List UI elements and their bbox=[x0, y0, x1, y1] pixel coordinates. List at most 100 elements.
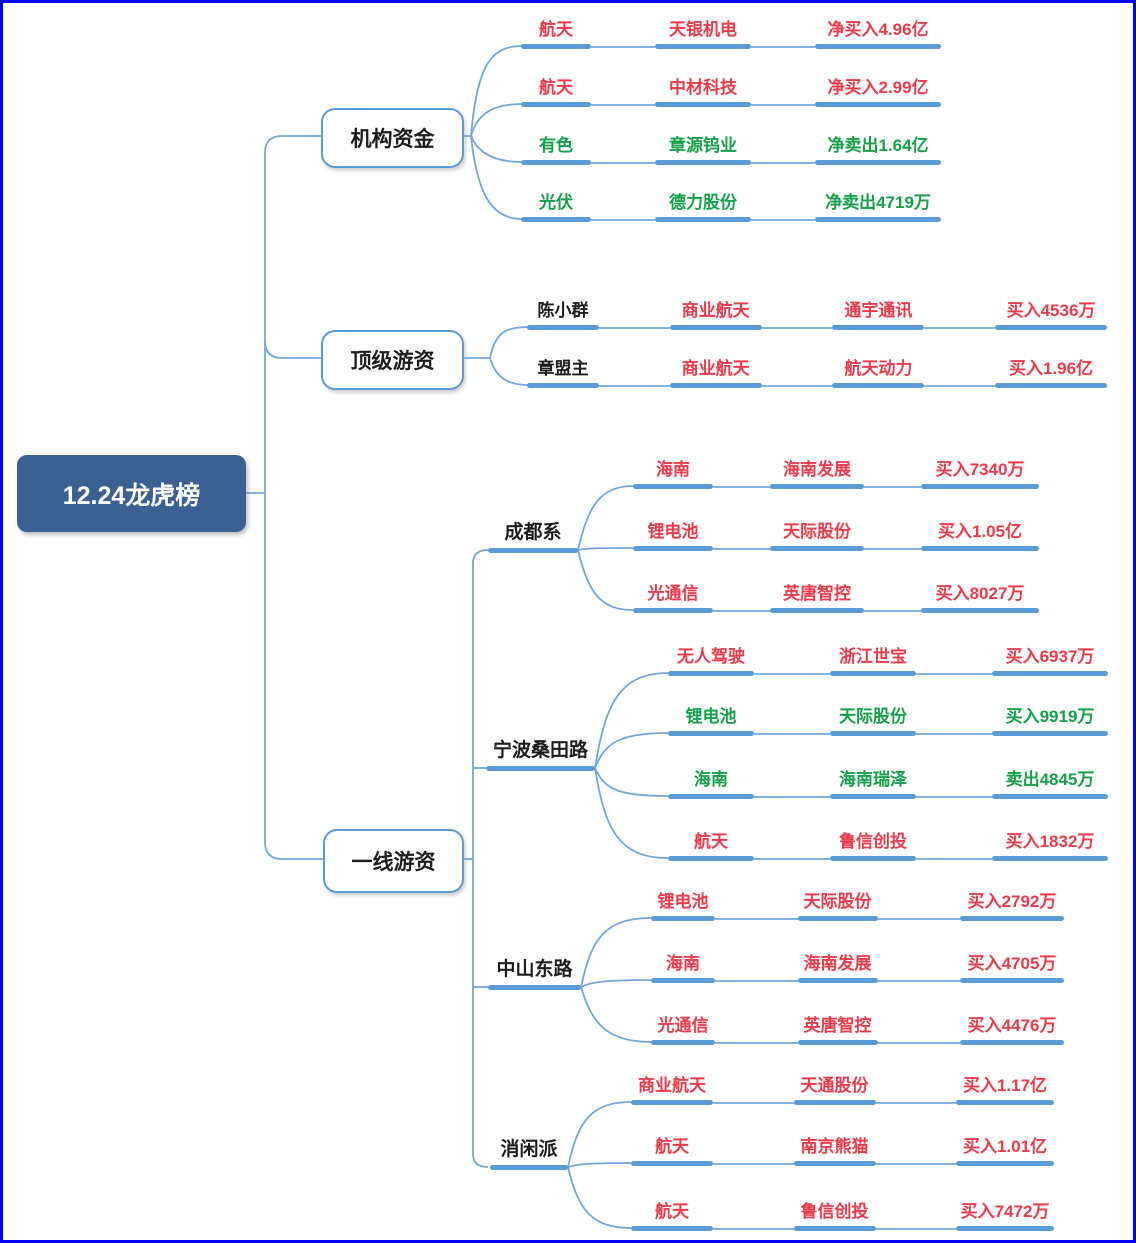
sub-branch-ningbo-sangtianlu[interactable]: 宁波桑田路 bbox=[486, 733, 595, 771]
stock-cell[interactable]: 天际股份 bbox=[830, 708, 916, 736]
branch-institutional-funds[interactable]: 机构资金 bbox=[321, 108, 464, 168]
amount-cell[interactable]: 买入4476万 bbox=[960, 1017, 1064, 1045]
connector-line bbox=[924, 384, 996, 387]
underline-bar bbox=[631, 1100, 713, 1105]
stock-cell[interactable]: 天际股份 bbox=[797, 892, 878, 921]
stock-cell[interactable]: 天银机电 bbox=[655, 21, 751, 49]
stock-cell[interactable]: 浙江世宝 bbox=[830, 648, 916, 676]
stock-cell[interactable]: 鲁信创投 bbox=[830, 833, 916, 861]
sector-cell[interactable]: 光通信 bbox=[651, 1017, 715, 1045]
amount-cell[interactable]: 买入1.17亿 bbox=[956, 1077, 1054, 1105]
connector-line bbox=[591, 161, 655, 164]
sector-cell[interactable]: 航天 bbox=[668, 833, 754, 861]
stock-cell[interactable]: 天际股份 bbox=[770, 523, 864, 551]
amount-label: 净买入4.96亿 bbox=[827, 20, 929, 40]
stock-label: 海南瑞泽 bbox=[839, 770, 907, 790]
sector-cell[interactable]: 航天 bbox=[631, 1203, 713, 1231]
sector-cell[interactable]: 海南 bbox=[633, 461, 713, 489]
amount-cell[interactable]: 买入1832万 bbox=[992, 833, 1108, 861]
stock-cell[interactable]: 海南瑞泽 bbox=[830, 771, 916, 799]
sub-branch-zhongshan-donglu[interactable]: 中山东路 bbox=[488, 952, 581, 990]
stock-cell[interactable]: 海南发展 bbox=[770, 461, 864, 489]
sub-branch-chengdu[interactable]: 成都系 bbox=[488, 515, 578, 553]
stock-label: 天际股份 bbox=[803, 892, 872, 912]
sector-cell[interactable]: 无人驾驶 bbox=[668, 648, 754, 676]
amount-label: 买入1.17亿 bbox=[962, 1076, 1048, 1096]
amount-cell[interactable]: 卖出4845万 bbox=[992, 771, 1108, 799]
stock-cell[interactable]: 天通股份 bbox=[793, 1077, 876, 1105]
trader-cell[interactable]: 章盟主 bbox=[527, 360, 599, 388]
underline-bar bbox=[651, 916, 715, 921]
leaf-row: 海南 海南发展 买入4705万 bbox=[651, 945, 1064, 983]
underline-bar bbox=[921, 484, 1039, 489]
connector-line bbox=[864, 485, 921, 488]
amount-cell[interactable]: 买入4705万 bbox=[960, 955, 1064, 983]
amount-cell[interactable]: 买入9919万 bbox=[992, 708, 1108, 736]
amount-cell[interactable]: 买入8027万 bbox=[921, 585, 1039, 613]
connector-line bbox=[924, 326, 996, 329]
stock-cell[interactable]: 英唐智控 bbox=[797, 1017, 878, 1045]
amount-cell[interactable]: 买入1.05亿 bbox=[921, 523, 1039, 551]
stock-label: 海南发展 bbox=[783, 460, 851, 480]
sector-cell[interactable]: 光通信 bbox=[633, 585, 713, 613]
amount-cell[interactable]: 买入4536万 bbox=[995, 302, 1108, 330]
leaf-row: 锂电池 天际股份 买入1.05亿 bbox=[633, 513, 1039, 551]
stock-cell[interactable]: 南京熊猫 bbox=[793, 1138, 876, 1166]
underline-bar bbox=[960, 1040, 1064, 1045]
amount-label: 买入4705万 bbox=[967, 954, 1057, 974]
sector-cell[interactable]: 航天 bbox=[521, 79, 591, 107]
sector-cell[interactable]: 锂电池 bbox=[633, 523, 713, 551]
sector-cell[interactable]: 海南 bbox=[651, 955, 715, 983]
underline-bar bbox=[527, 325, 599, 330]
trader-label: 陈小群 bbox=[537, 301, 589, 321]
connector-line bbox=[754, 672, 830, 675]
amount-cell[interactable]: 净卖出4719万 bbox=[815, 194, 941, 222]
sector-cell[interactable]: 商业航天 bbox=[669, 302, 762, 330]
stock-cell[interactable]: 航天动力 bbox=[832, 360, 925, 388]
stock-cell[interactable]: 德力股份 bbox=[655, 194, 751, 222]
underline-bar bbox=[956, 1226, 1054, 1231]
amount-cell[interactable]: 买入2792万 bbox=[960, 893, 1064, 921]
amount-cell[interactable]: 净卖出1.64亿 bbox=[815, 137, 941, 165]
stock-label: 章源钨业 bbox=[669, 136, 737, 156]
sector-label: 锂电池 bbox=[685, 707, 737, 727]
sub-branch-xiaoxianpai[interactable]: 消闲派 bbox=[490, 1132, 568, 1170]
amount-cell[interactable]: 净买入4.96亿 bbox=[815, 21, 941, 49]
stock-cell[interactable]: 鲁信创投 bbox=[793, 1203, 876, 1231]
amount-cell[interactable]: 买入7340万 bbox=[921, 461, 1039, 489]
amount-cell[interactable]: 买入7472万 bbox=[956, 1203, 1054, 1231]
sector-cell[interactable]: 海南 bbox=[668, 771, 754, 799]
stock-cell[interactable]: 中材科技 bbox=[655, 79, 751, 107]
branch-first-tier-hot-money[interactable]: 一线游资 bbox=[323, 829, 464, 893]
connector-line bbox=[751, 103, 815, 106]
stock-cell[interactable]: 章源钨业 bbox=[655, 137, 751, 165]
sector-cell[interactable]: 锂电池 bbox=[668, 708, 754, 736]
sector-cell[interactable]: 航天 bbox=[631, 1138, 713, 1166]
root-node[interactable]: 12.24龙虎榜 bbox=[17, 455, 246, 532]
sector-cell[interactable]: 商业航天 bbox=[669, 360, 762, 388]
sector-cell[interactable]: 光伏 bbox=[521, 194, 591, 222]
branch-label: 顶级游资 bbox=[350, 350, 435, 373]
leaf-row: 海南 海南瑞泽 卖出4845万 bbox=[668, 761, 1108, 799]
stock-cell[interactable]: 英唐智控 bbox=[770, 585, 864, 613]
amount-cell[interactable]: 买入1.01亿 bbox=[956, 1138, 1054, 1166]
underline-bar bbox=[960, 916, 1064, 921]
trader-cell[interactable]: 陈小群 bbox=[527, 302, 599, 330]
sector-label: 锂电池 bbox=[647, 522, 699, 542]
underline-bar bbox=[830, 856, 916, 861]
underline-bar bbox=[521, 44, 591, 49]
sector-cell[interactable]: 锂电池 bbox=[651, 893, 715, 921]
sector-cell[interactable]: 有色 bbox=[521, 137, 591, 165]
sector-cell[interactable]: 商业航天 bbox=[631, 1077, 713, 1105]
stock-cell[interactable]: 海南发展 bbox=[797, 955, 878, 983]
branch-top-hot-money[interactable]: 顶级游资 bbox=[321, 330, 464, 390]
amount-label: 买入7340万 bbox=[935, 460, 1025, 480]
sector-label: 锂电池 bbox=[657, 892, 709, 912]
amount-cell[interactable]: 净买入2.99亿 bbox=[815, 79, 941, 107]
sector-cell[interactable]: 航天 bbox=[521, 21, 591, 49]
amount-cell[interactable]: 买入1.96亿 bbox=[995, 360, 1108, 388]
amount-cell[interactable]: 买入6937万 bbox=[992, 648, 1108, 676]
stock-cell[interactable]: 通宇通讯 bbox=[832, 302, 925, 330]
connector-line bbox=[713, 547, 770, 550]
underline-bar bbox=[832, 383, 925, 388]
